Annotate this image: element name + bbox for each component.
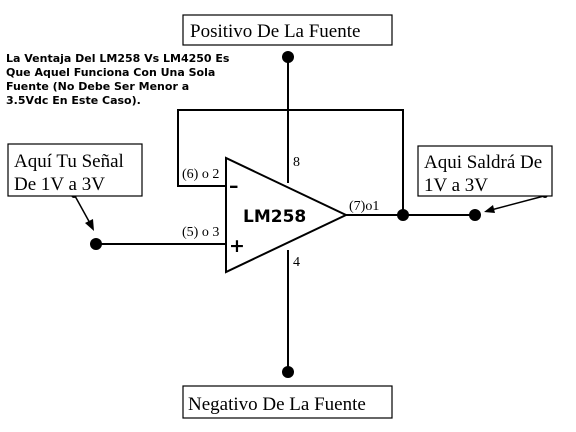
input-terminal [90, 238, 102, 250]
note-line-3: Fuente (No Debe Ser Menor a [6, 80, 189, 93]
pin-inverting-label: (6) o 2 [182, 167, 219, 182]
input-box-line-2: De 1V a 3V [14, 174, 105, 195]
input-arrow-line [74, 195, 92, 226]
pin-output-label: (7)o1 [349, 199, 379, 214]
wires [96, 57, 475, 372]
opamp-triangle [225, 156, 349, 274]
output-box: Aqui Saldrá De 1V a 3V [417, 145, 553, 197]
vplus-terminal [282, 51, 294, 63]
opamp-name: LM258 [243, 207, 306, 227]
terminals [90, 51, 481, 378]
input-box: Aquí Tu Señal De 1V a 3V [7, 143, 143, 197]
output-arrow-line [490, 195, 545, 211]
note-line-4: 3.5Vdc En Este Caso). [6, 94, 141, 107]
output-box-line-2: 1V a 3V [424, 175, 488, 196]
noninverting-sign: + [229, 235, 245, 257]
positive-supply-box: Positivo De La Fuente [182, 14, 393, 46]
output-box-frame [417, 145, 553, 197]
input-arrow-head [85, 219, 94, 231]
feedback-wire [177, 109, 404, 215]
note-line-1: La Ventaja Del LM258 Vs LM4250 Es [6, 52, 230, 65]
output-arrow-head [484, 205, 495, 213]
inverting-sign: – [229, 175, 239, 197]
positive-supply-label: Positivo De La Fuente [190, 21, 360, 42]
negative-supply-box: Negativo De La Fuente [182, 385, 393, 419]
pin-labels: (6) o 2 (5) o 3 (7)o1 8 4 [182, 155, 379, 270]
pin-noninverting-label: (5) o 3 [182, 225, 219, 240]
input-box-line-1: Aquí Tu Señal [14, 151, 124, 172]
output-box-line-1: Aqui Saldrá De [424, 152, 542, 173]
opamp: LM258 – + [225, 156, 349, 274]
note-line-2: Que Aquel Funciona Con Una Sola [6, 66, 215, 79]
negative-supply-frame [182, 385, 393, 419]
output-terminal [469, 209, 481, 221]
note: La Ventaja Del LM258 Vs LM4250 Es Que Aq… [6, 52, 230, 107]
vminus-terminal [282, 366, 294, 378]
input-box-frame [7, 143, 143, 197]
pin-vplus-label: 8 [293, 155, 300, 170]
pin-vminus-label: 4 [293, 255, 300, 270]
positive-supply-frame [182, 14, 393, 46]
negative-supply-label: Negativo De La Fuente [188, 394, 366, 415]
output-junction [397, 209, 409, 221]
